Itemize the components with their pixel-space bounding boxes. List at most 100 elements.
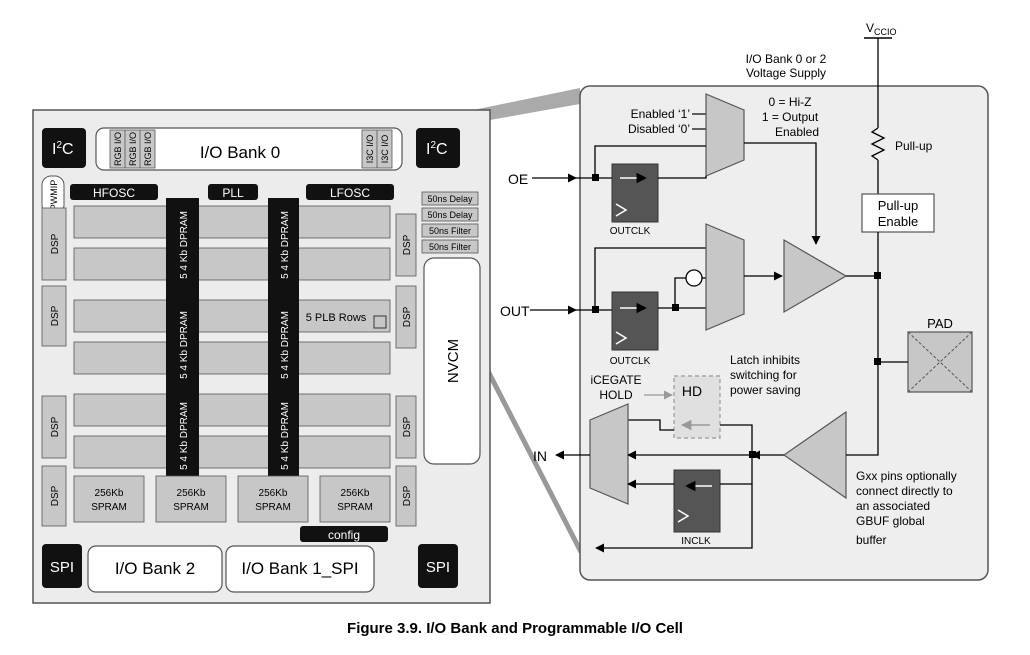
spram-3 — [237, 475, 309, 523]
plb-row-5 — [73, 393, 391, 427]
i2c-right-block — [416, 128, 460, 168]
latch-line2: switching for — [730, 368, 797, 382]
rgb-io-label-3: RGB I/O — [143, 132, 153, 166]
pullup-label: Pull-up — [895, 139, 933, 153]
dsp-right-2 — [395, 285, 417, 349]
config-label: config — [328, 528, 360, 542]
plb-rows-label: 5 PLB Rows — [306, 312, 367, 324]
io-cell: VCCIO Pull-up I/O Bank 0 or 2 Voltage Su… — [500, 21, 989, 581]
pad-junction-mid — [874, 358, 881, 365]
inverter-bubble — [685, 269, 703, 287]
outclk-label-2: OUTCLK — [610, 356, 651, 367]
io-bank2-block — [87, 545, 223, 593]
plb-row-1 — [73, 205, 391, 239]
spram-2-line2: SPRAM — [173, 502, 209, 513]
in-register — [673, 469, 721, 533]
pwmip-label: PWMIP — [49, 180, 59, 211]
oe-label: OE — [508, 171, 528, 187]
dpram-left-2: 5 4 Kb DPRAM — [179, 311, 190, 379]
in-junction — [749, 451, 756, 458]
dsp-right-4-label: DSP — [402, 485, 413, 506]
chip-block: I2C I2C RGB I/O RGB I/O RGB I/O I/O Bank… — [32, 109, 491, 604]
oe-mux — [705, 93, 745, 177]
hfosc-label: HFOSC — [93, 186, 135, 200]
spram-1 — [73, 475, 145, 523]
hiz-line2: 1 = Output — [762, 110, 819, 124]
dsp-right-1-label: DSP — [402, 234, 413, 255]
i3c-io-label-1: I3C I/O — [365, 135, 375, 164]
latch-line1: Latch inhibits — [730, 353, 800, 367]
dsp-right-1 — [395, 213, 417, 277]
dpram-right-column — [268, 198, 299, 476]
in-label: IN — [533, 448, 547, 464]
filter-box-2 — [421, 239, 479, 254]
nvcm-label: NVCM — [445, 339, 462, 383]
pullup-enable-line2: Enable — [878, 214, 918, 229]
gxx-line2: connect directly to — [856, 484, 953, 498]
dsp-right-4 — [395, 465, 417, 527]
rgb-io-label-1: RGB I/O — [113, 132, 123, 166]
bottom-loop-wire — [595, 484, 753, 553]
i2c-left-label: I2C — [52, 140, 74, 158]
spram-3-line2: SPRAM — [255, 502, 291, 513]
rgb-io-strip — [109, 129, 156, 169]
spram-4-line1: 256Kb — [341, 488, 370, 499]
plb-row-6 — [73, 435, 391, 469]
dsp-left-4-label: DSP — [50, 485, 61, 506]
dsp-right-2-label: DSP — [402, 306, 413, 327]
plb-row-2 — [73, 247, 391, 281]
lfosc-block — [306, 184, 394, 200]
io-bank1-block — [225, 545, 375, 593]
nvcm-block — [423, 257, 481, 465]
filter-label-1: 50ns Filter — [429, 226, 471, 236]
pullup-enable-block — [861, 193, 935, 233]
delay-label-1: 50ns Delay — [427, 194, 473, 204]
dsp-right-3-label: DSP — [402, 416, 413, 437]
filter-box-1 — [421, 223, 479, 238]
spi-left-label: SPI — [50, 559, 74, 576]
dpram-right-2: 5 4 Kb DPRAM — [280, 311, 291, 379]
gxx-line5: buffer — [856, 533, 886, 547]
gxx-line4: GBUF global — [856, 514, 925, 528]
hiz-line3: Enabled — [775, 125, 819, 139]
pad-junction-top — [874, 272, 881, 279]
dpram-left-column — [166, 198, 199, 476]
io-bank0-block — [95, 127, 403, 171]
dsp-left-1 — [41, 207, 67, 281]
dpram-left-3: 5 4 Kb DPRAM — [179, 402, 190, 470]
outclk-label-1: OUTCLK — [610, 226, 651, 237]
inclk-label: INCLK — [681, 536, 711, 547]
spi-right-label: SPI — [426, 559, 450, 576]
delay-box-1 — [421, 191, 479, 206]
gxx-line1: Gxx pins optionally — [856, 469, 957, 483]
hiz-line1: 0 = Hi-Z — [768, 95, 811, 109]
filter-label-2: 50ns Filter — [429, 242, 471, 252]
spram-2-line1: 256Kb — [177, 488, 206, 499]
spram-4-line2: SPRAM — [337, 502, 373, 513]
spi-left-block — [42, 544, 82, 588]
plb-rows-marker — [373, 315, 387, 329]
voltage-supply-line1: I/O Bank 0 or 2 — [746, 52, 827, 66]
pll-block — [208, 184, 258, 200]
dsp-left-1-label: DSP — [50, 233, 61, 254]
pad-block — [907, 331, 973, 393]
io-bank0-label: I/O Bank 0 — [200, 143, 280, 162]
spram-3-line1: 256Kb — [259, 488, 288, 499]
gxx-line3: an associated — [856, 499, 930, 513]
dsp-left-3-label: DSP — [50, 416, 61, 437]
spram-1-line1: 256Kb — [95, 488, 124, 499]
oe-register — [611, 163, 659, 223]
config-block — [300, 526, 388, 542]
voltage-supply-line2: Voltage Supply — [746, 66, 826, 80]
pll-label: PLL — [222, 186, 244, 200]
dpram-right-3: 5 4 Kb DPRAM — [280, 402, 291, 470]
delay-box-2 — [421, 207, 479, 222]
pad-label: PAD — [927, 316, 953, 331]
io-bank2-label: I/O Bank 2 — [115, 559, 195, 578]
oe-to-buffer-wire — [744, 142, 821, 245]
i2c-right-label: I2C — [426, 140, 448, 158]
dpram-left-1: 5 4 Kb DPRAM — [179, 211, 190, 279]
plb-row-4 — [73, 341, 391, 375]
output-buffer — [783, 238, 848, 314]
dsp-left-2-label: DSP — [50, 305, 61, 326]
